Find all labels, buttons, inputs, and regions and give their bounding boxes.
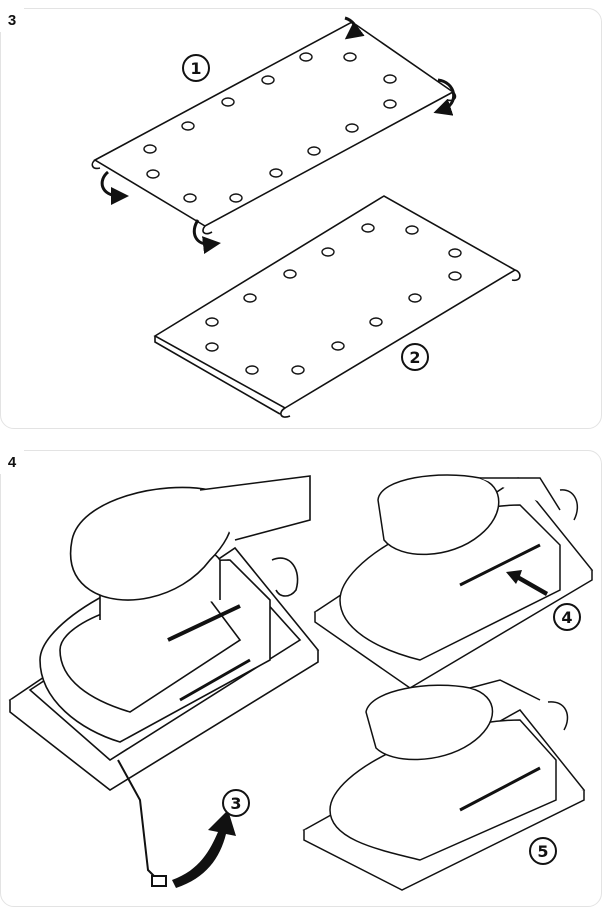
- insert-arrow: [506, 570, 548, 596]
- lever-arrow: [172, 810, 236, 888]
- sander-top-right: [313, 474, 594, 689]
- sheet-2-holes: [205, 223, 462, 375]
- callout-5: 5: [529, 837, 557, 865]
- callout-4: 4: [553, 603, 581, 631]
- fold-arrows: [100, 16, 455, 254]
- callout-1: 1: [182, 54, 210, 82]
- sheet-1-holes: [143, 52, 397, 203]
- sander-large: [8, 475, 320, 791]
- step-3-number: 3: [0, 8, 24, 32]
- clamp-lever: [117, 759, 167, 887]
- sander-bottom-right: [302, 679, 586, 891]
- step-4-number: 4: [0, 450, 24, 474]
- callout-3: 3: [222, 789, 250, 817]
- sanding-sheet-2: [153, 195, 521, 418]
- callout-2: 2: [401, 343, 429, 371]
- sanding-sheet-1: [91, 21, 457, 235]
